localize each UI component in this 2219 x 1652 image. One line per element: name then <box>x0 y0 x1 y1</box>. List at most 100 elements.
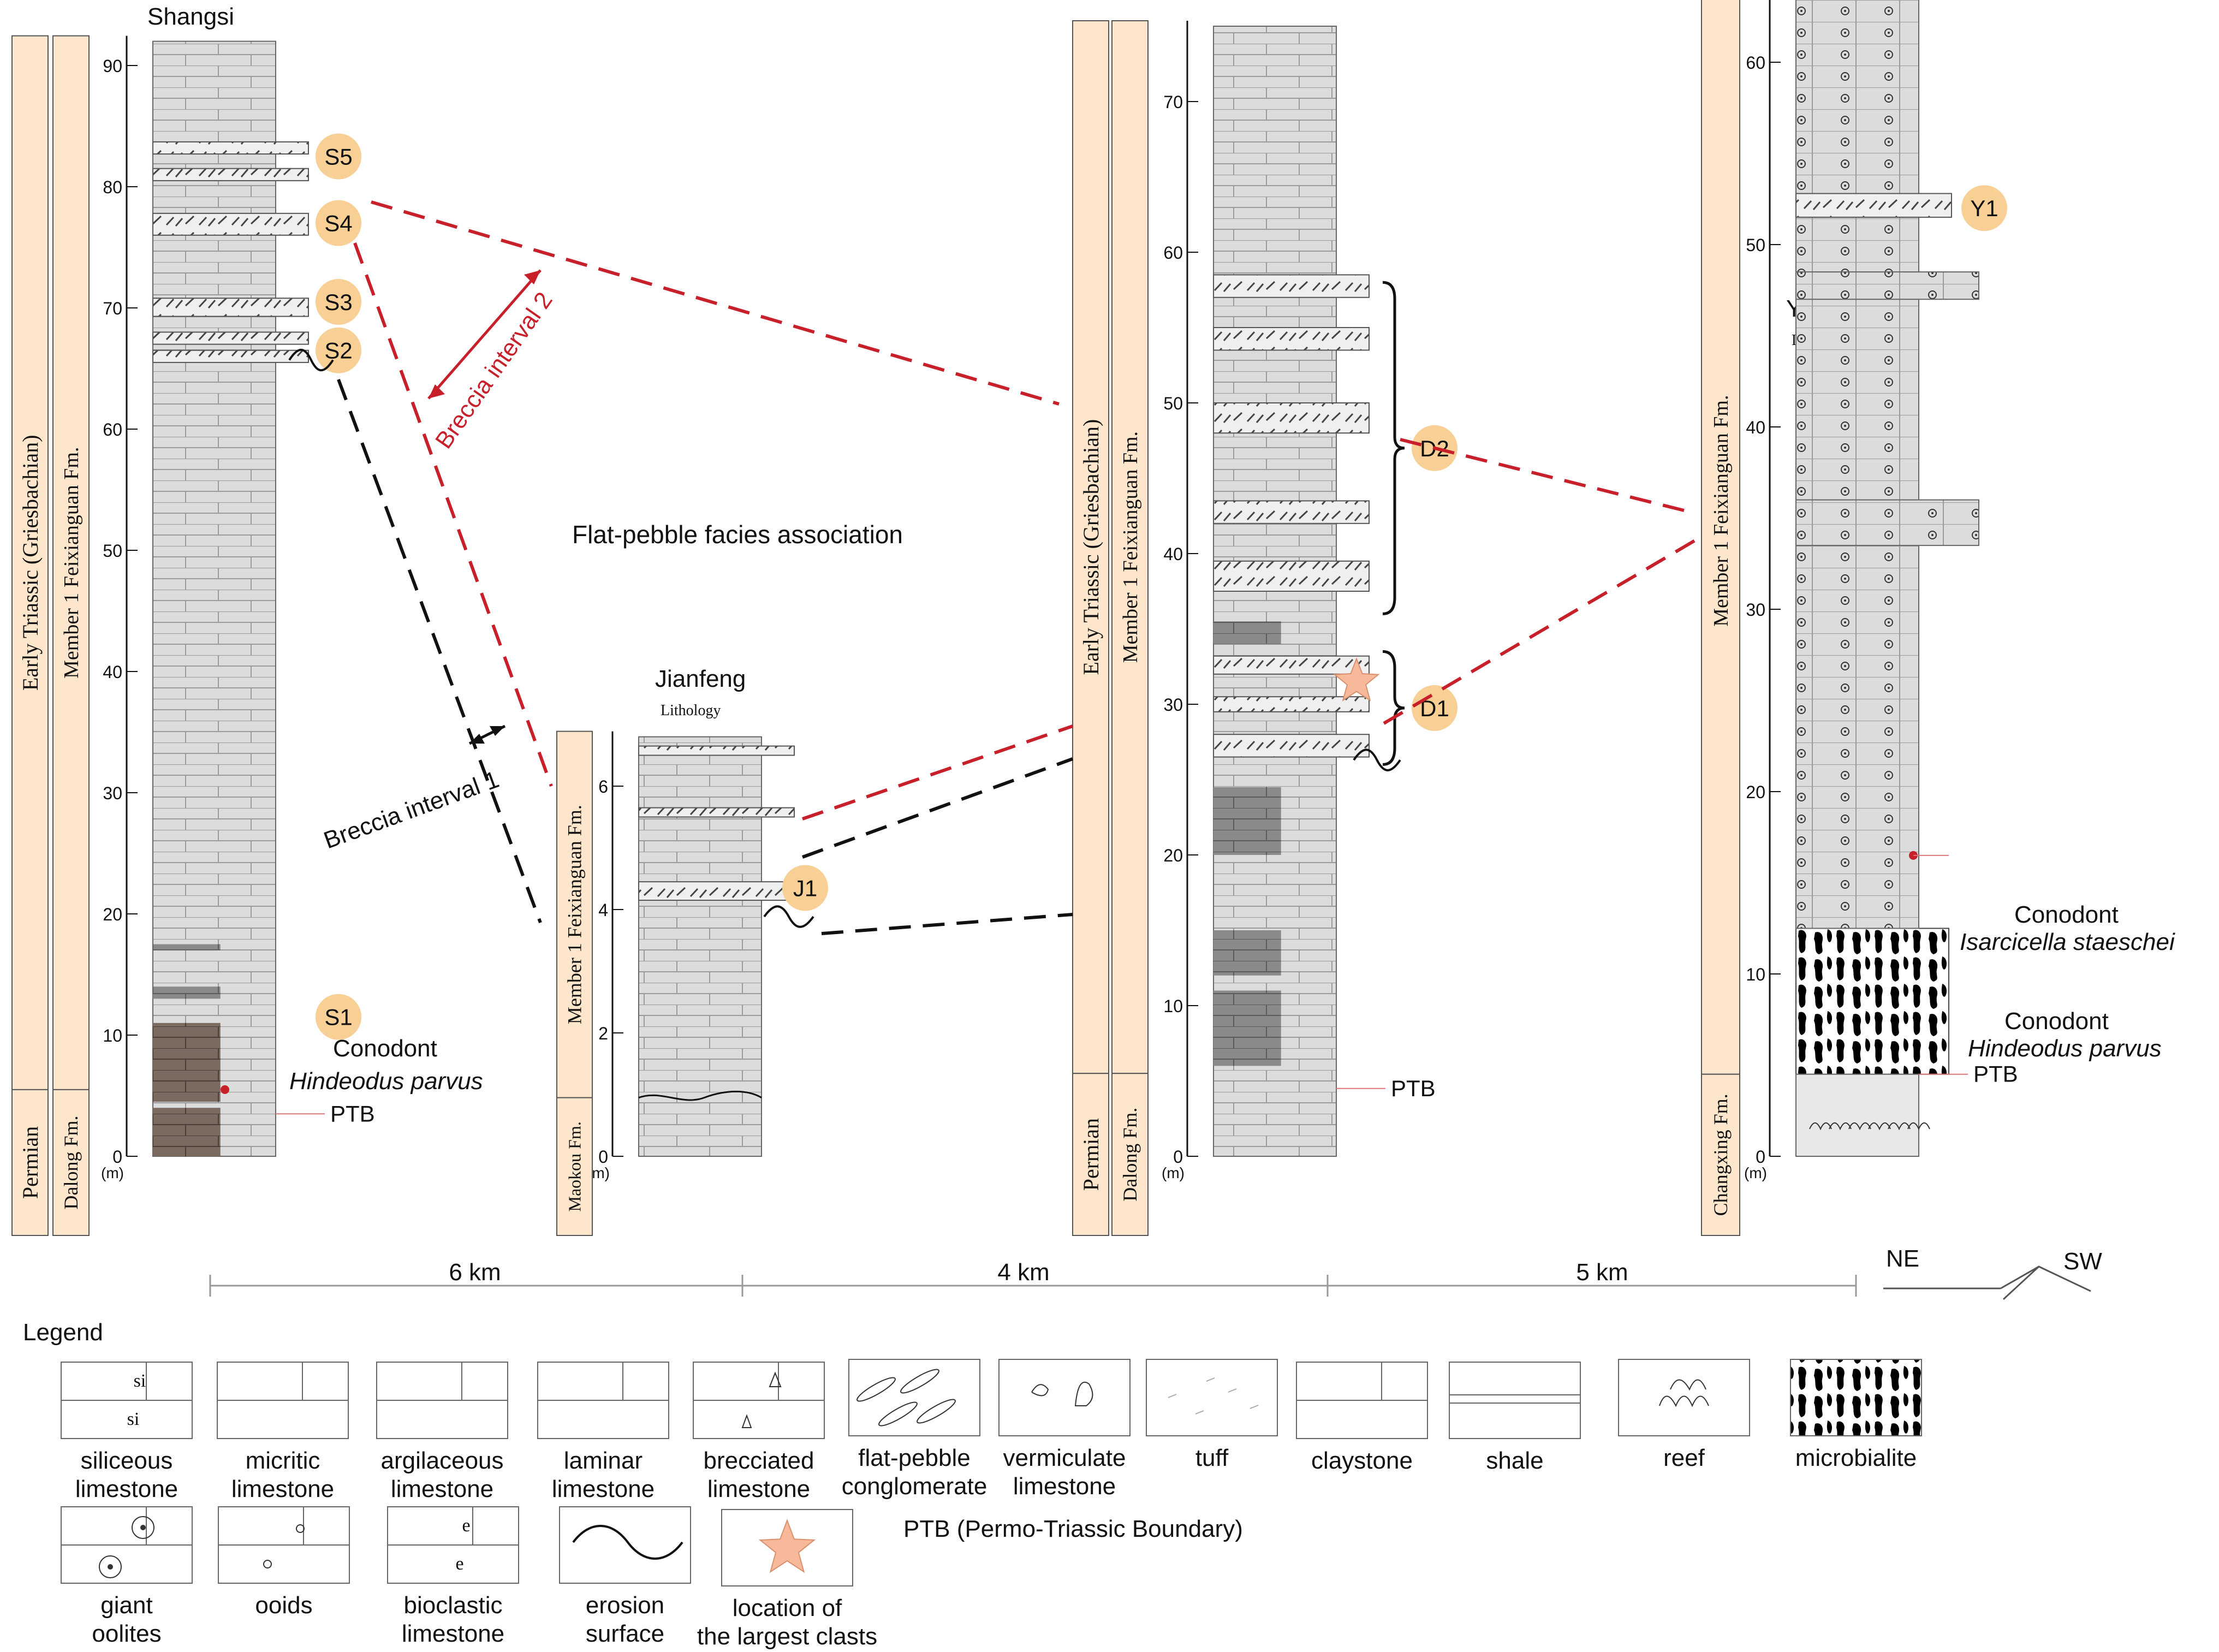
distance-label: 5 km <box>1576 1259 1628 1286</box>
legend-label: argilaceous <box>380 1447 503 1474</box>
legend-label: flat-pebble <box>858 1445 970 1471</box>
swatch-symbol <box>99 1555 122 1578</box>
tick-label: 60 <box>103 420 122 439</box>
swatch-symbol <box>878 1401 918 1427</box>
tick-label: 30 <box>1163 695 1183 715</box>
legend-label: limestone <box>75 1476 178 1502</box>
breccia-bed <box>1213 696 1370 712</box>
breccia-bed <box>1213 500 1370 524</box>
legend-label: brecciated <box>703 1447 814 1474</box>
orientation-symbol <box>1883 1265 2091 1300</box>
formation-band-upper <box>1111 20 1149 1074</box>
dark-bed <box>1213 990 1281 1066</box>
legend-title: Legend <box>23 1319 103 1346</box>
sample-label: J1 <box>793 875 817 901</box>
erosion-surface <box>1353 748 1401 771</box>
erosion-surface <box>288 348 334 371</box>
column-dagouli: DagouliLithology01020304050607080(m)Earl… <box>1072 20 1457 1236</box>
legend-label: limestone <box>552 1476 655 1502</box>
ptb-label: PTB <box>330 1101 375 1126</box>
tick-label: 60 <box>1746 53 1765 73</box>
breccia-bed <box>152 141 309 155</box>
tick-label: 20 <box>103 905 122 924</box>
legend-label: shale <box>1486 1447 1543 1474</box>
breccia-bed <box>152 298 309 317</box>
legend-item-shale: shale <box>1449 1362 1581 1474</box>
sample-badge <box>316 278 361 325</box>
legend-item-ooids: ooids <box>218 1506 350 1619</box>
swatch-symbol <box>1659 1379 1709 1407</box>
tick-label: 70 <box>1163 92 1183 112</box>
largest-clast-star <box>1333 657 1380 702</box>
legend-swatch <box>998 1359 1131 1436</box>
tick-label: 30 <box>1746 600 1765 620</box>
age-label-lower: Permian <box>18 1126 43 1199</box>
sample-label: S3 <box>324 289 352 315</box>
tick-label: 40 <box>1163 544 1183 564</box>
legend-label: tuff <box>1195 1445 1229 1471</box>
formation-band-upper <box>52 35 90 1090</box>
conodont-species: Hindeodus parvus <box>289 1068 483 1095</box>
dark-bed <box>153 1108 221 1156</box>
tick-label: 30 <box>103 783 122 803</box>
legend-item-microbialite: microbialite <box>1790 1359 1922 1471</box>
legend-label: conglomerate <box>842 1473 987 1500</box>
breccia-bed <box>1213 274 1370 298</box>
tick-label: 10 <box>1746 965 1765 984</box>
fm-label-lower: Dalong Fm. <box>60 1115 82 1209</box>
tick-label: 4 <box>598 900 608 920</box>
orientation-sw: SW <box>2063 1248 2102 1275</box>
ptb-note: PTB (Permo-Triassic Boundary) <box>903 1516 1243 1542</box>
orientation-ne: NE <box>1886 1245 1919 1272</box>
rock-column <box>638 736 762 1157</box>
dark-bed <box>1213 787 1281 855</box>
correlation-line-red <box>353 242 553 787</box>
breccia-interval-1-label: Breccia interval 1 <box>320 766 503 854</box>
breccia-bed <box>638 807 795 818</box>
age-band-lower <box>1072 1073 1109 1236</box>
swatch-symbol <box>1168 1394 1177 1398</box>
sample-label: S1 <box>324 1005 352 1030</box>
breccia-bed <box>1795 193 1952 218</box>
tick-label: 2 <box>598 1024 608 1043</box>
legend-label: siliceous <box>81 1447 173 1474</box>
reef-symbol <box>1907 1122 1930 1131</box>
legend-label: vermiculate <box>1003 1445 1126 1471</box>
giant-oolite-bed <box>1795 271 1979 300</box>
column-title: Shangsi <box>147 3 234 30</box>
sample-label: S4 <box>324 211 352 236</box>
age-label-upper: Early Triassic (Griesbachian) <box>1079 419 1103 675</box>
legend-swatch <box>559 1506 691 1584</box>
tick-label: 20 <box>1163 846 1183 865</box>
unit-label: (m) <box>1162 1164 1185 1181</box>
tick-label: 0 <box>598 1147 608 1167</box>
legend-label: microbialite <box>1795 1445 1917 1471</box>
legend-swatch <box>1449 1362 1581 1439</box>
age-band-upper <box>1072 20 1109 1074</box>
tick-label: 70 <box>103 299 122 318</box>
legend-label: location of <box>733 1595 842 1621</box>
reef-bed <box>1795 1073 1919 1157</box>
ptb-label: PTB <box>1973 1061 2018 1087</box>
legend-label: the largest clasts <box>697 1623 877 1649</box>
tick-label: 6 <box>598 777 608 797</box>
correlation-line-black <box>801 757 1074 859</box>
swatch-marker: si <box>127 1409 140 1429</box>
tick-label: 50 <box>103 541 122 561</box>
age-label-lower: Permian <box>1079 1118 1103 1191</box>
sample-label: S2 <box>324 338 352 364</box>
fm-label-upper: Member 1 Feixianguan Fm. <box>564 805 586 1024</box>
formation-band-lower <box>52 1089 90 1237</box>
sample-badge <box>316 133 361 180</box>
swatch-symbol <box>263 1560 272 1568</box>
conodont-label: Conodont <box>333 1035 437 1062</box>
legend-label: claystone <box>1311 1447 1413 1474</box>
column-shangsi: ShangsiLithology0102030405060708090(m)Ea… <box>11 3 375 1237</box>
sample-badge <box>1412 685 1457 731</box>
breccia-interval-2-arrow <box>427 269 542 400</box>
